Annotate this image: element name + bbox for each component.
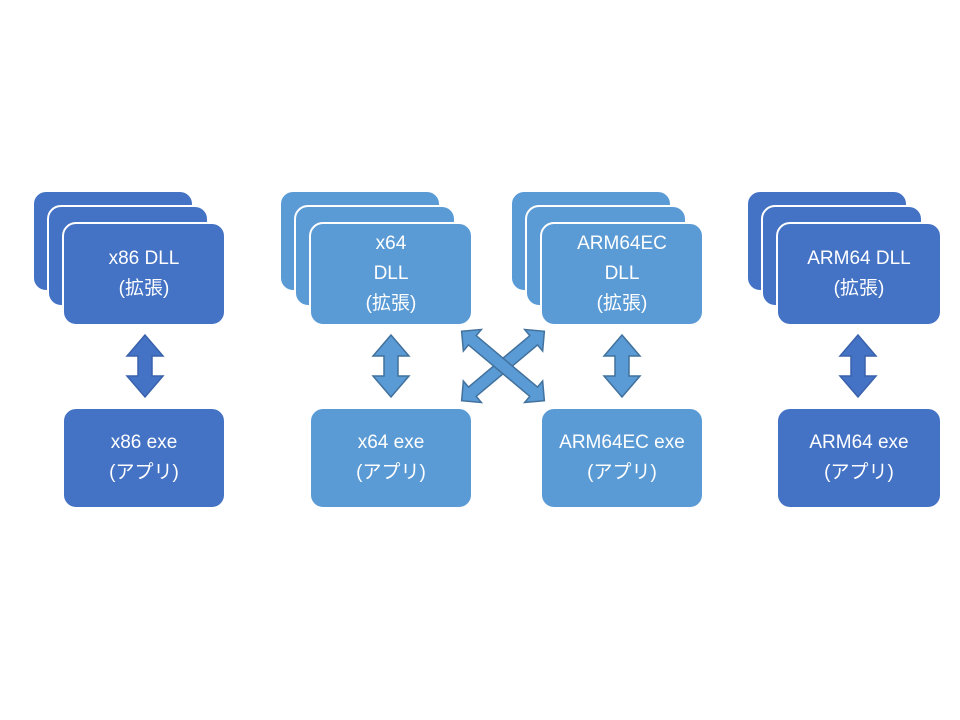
arm64ec-dll-line-3: (拡張) <box>596 293 648 314</box>
x64-dll-line-1: x64 <box>375 233 407 254</box>
arm64-exe-line-1: ARM64 exe <box>809 432 909 453</box>
arm64-exe-box: ARM64 exe (アプリ) <box>776 407 942 509</box>
arm64ec-exe-line-1: ARM64EC exe <box>559 432 685 453</box>
arm64ec-dll-line-1: ARM64EC <box>577 233 667 254</box>
arm64ec-exe-box: ARM64EC exe (アプリ) <box>540 407 704 509</box>
x64-exe-line-2: (アプリ) <box>356 462 426 483</box>
arm64-vertical-arrow-icon <box>839 334 877 398</box>
x64-vertical-arrow-icon <box>372 334 410 398</box>
arm64-dll-line-1: ARM64 DLL <box>807 248 911 269</box>
x86-dll-line-2: (拡張) <box>118 278 170 299</box>
arm64ec-dll-line-2: DLL <box>604 263 640 284</box>
x64-dll-box: x64 DLL (拡張) <box>309 222 473 326</box>
arm64-dll-line-2: (拡張) <box>833 278 885 299</box>
x64-exe-box: x64 exe (アプリ) <box>309 407 473 509</box>
x86-dll-line-1: x86 DLL <box>108 248 180 269</box>
x86-vertical-arrow-icon <box>126 334 164 398</box>
arm64ec-vertical-arrow-icon <box>603 334 641 398</box>
arm64ec-exe-line-2: (アプリ) <box>587 462 657 483</box>
x86-dll-box: x86 DLL (拡張) <box>62 222 226 326</box>
arm64-exe-line-2: (アプリ) <box>824 462 894 483</box>
x64-dll-line-3: (拡張) <box>365 293 417 314</box>
x64-dll-line-2: DLL <box>373 263 409 284</box>
x86-exe-box: x86 exe (アプリ) <box>62 407 226 509</box>
arm64ec-dll-box: ARM64EC DLL (拡張) <box>540 222 704 326</box>
x86-exe-line-2: (アプリ) <box>109 462 179 483</box>
arm64-dll-box: ARM64 DLL (拡張) <box>776 222 942 326</box>
x64-exe-line-1: x64 exe <box>357 432 425 453</box>
cross-arrows-icon <box>451 319 555 413</box>
x86-exe-line-1: x86 exe <box>110 432 178 453</box>
